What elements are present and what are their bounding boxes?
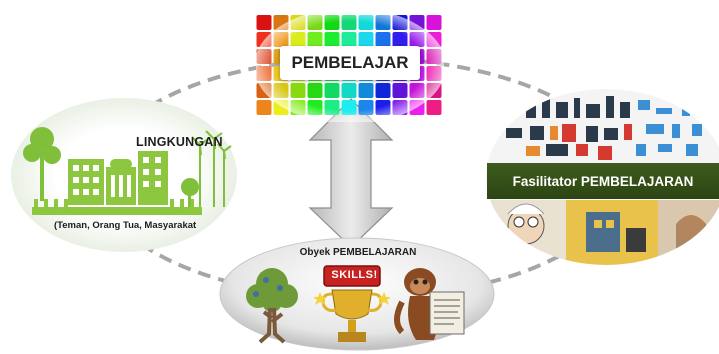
green-city-icon bbox=[11, 98, 237, 252]
brain-tree-icon bbox=[246, 268, 298, 344]
learner-label: PEMBELAJAR bbox=[280, 46, 420, 80]
environment-subtitle: (Teman, Orang Tua, Masyarakat bbox=[54, 220, 197, 231]
environment-node bbox=[10, 95, 238, 253]
learner-node: PEMBELAJAR bbox=[254, 8, 446, 124]
color-tile bbox=[256, 100, 272, 115]
facilitator-title: Fasilitator PEMBELAJARAN bbox=[487, 163, 719, 199]
environment-title: LINGKUNGAN bbox=[136, 135, 223, 149]
skills-label: SKILLS! bbox=[331, 269, 378, 281]
color-tile bbox=[426, 100, 442, 115]
color-tile bbox=[426, 15, 442, 30]
monkey-sign-icon bbox=[394, 268, 465, 340]
skills-trophy-icon bbox=[314, 265, 390, 342]
color-tile bbox=[256, 15, 272, 30]
learning-object-title: Obyek PEMBELAJARAN bbox=[299, 247, 417, 258]
